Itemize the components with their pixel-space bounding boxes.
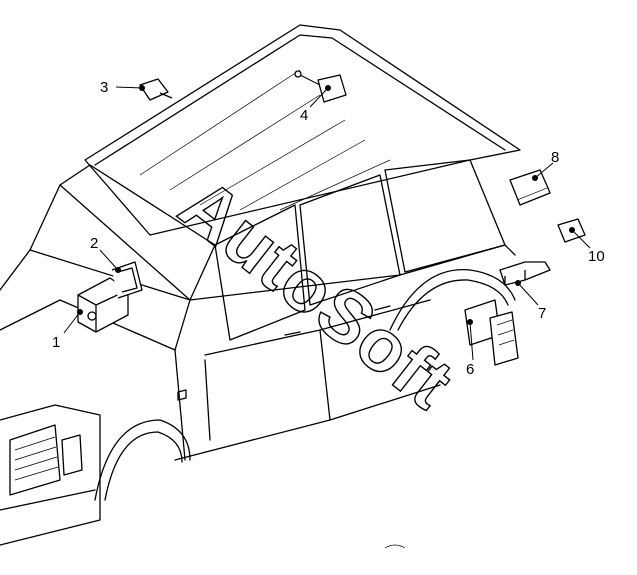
part-6-bracket bbox=[464, 299, 519, 366]
leader-lines bbox=[63, 86, 591, 361]
part-4-sensor bbox=[294, 70, 347, 103]
callout-10: 10 bbox=[588, 248, 605, 265]
callout-4: 4 bbox=[300, 107, 308, 124]
part-8-module bbox=[509, 169, 551, 206]
vehicle-outline bbox=[0, 24, 521, 549]
part-1-module bbox=[77, 277, 129, 333]
callout-3: 3 bbox=[100, 79, 108, 96]
part-2-bracket bbox=[111, 261, 143, 299]
part-3-sensor bbox=[139, 78, 173, 101]
callout-6: 6 bbox=[466, 361, 474, 378]
callout-8: 8 bbox=[551, 149, 559, 166]
callout-1: 1 bbox=[52, 334, 60, 351]
callout-2: 2 bbox=[90, 235, 98, 252]
callout-7: 7 bbox=[538, 305, 546, 322]
part-7-unit bbox=[499, 261, 551, 286]
watermark-text: AutoSoft bbox=[165, 162, 469, 425]
